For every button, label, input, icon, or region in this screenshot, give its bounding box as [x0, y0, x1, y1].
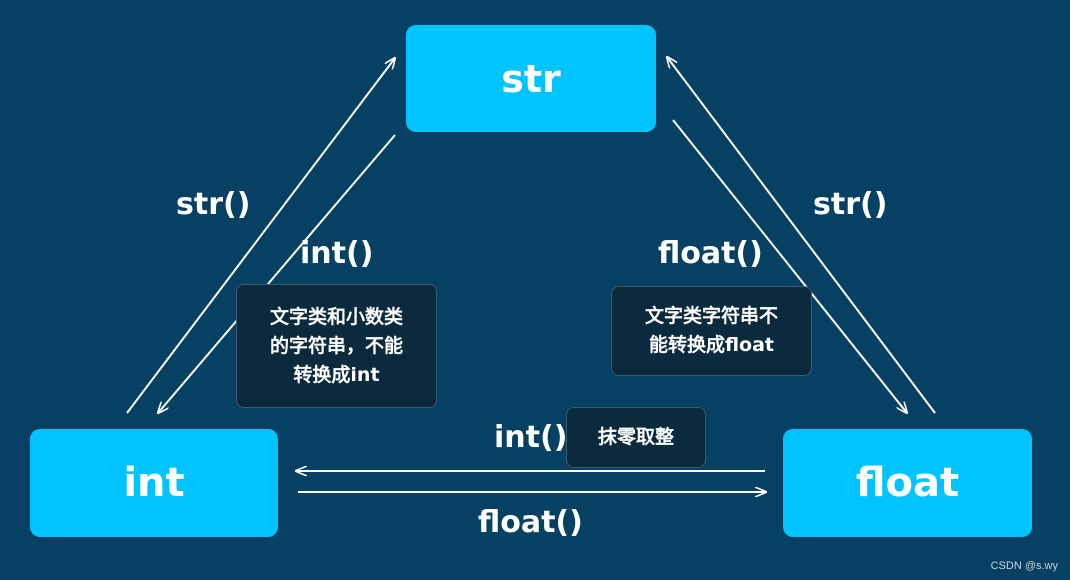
label-str-to-float: float() — [658, 236, 763, 271]
label-float-to-str: str() — [813, 187, 888, 222]
node-str-label: str — [501, 56, 561, 101]
note-str-to-float: 文字类字符串不 能转换成float — [611, 286, 812, 376]
note-str-to-float-line: 文字类字符串不 — [644, 305, 778, 327]
arrow-float-to-str — [667, 57, 936, 414]
node-float-label: float — [855, 460, 960, 506]
node-int: int — [30, 429, 278, 537]
node-float: float — [783, 429, 1032, 537]
note-float-to-int-text: 抹零取整 — [597, 426, 674, 448]
arrow-int-to-str — [126, 58, 395, 414]
node-str: str — [406, 25, 656, 132]
arrow-str-to-float — [672, 119, 907, 413]
arrow-str-to-int — [158, 134, 396, 413]
note-str-to-int: 文字类和小数类 的字符串，不能 转换成int — [236, 284, 437, 408]
label-str-to-int: int() — [300, 236, 374, 271]
note-str-to-int-line: 文字类和小数类 — [269, 305, 403, 328]
note-float-to-int: 抹零取整 — [566, 407, 706, 468]
label-int-to-float: float() — [478, 505, 583, 540]
note-str-to-int-line: 的字符串，不能 — [269, 334, 403, 357]
watermark: CSDN @s.wy — [990, 560, 1058, 572]
note-str-to-float-line: 能转换成float — [648, 334, 775, 356]
label-float-to-int: int() — [494, 420, 568, 455]
label-int-to-str: str() — [176, 187, 251, 222]
node-int-label: int — [123, 460, 185, 506]
note-str-to-int-line: 转换成int — [293, 363, 380, 386]
